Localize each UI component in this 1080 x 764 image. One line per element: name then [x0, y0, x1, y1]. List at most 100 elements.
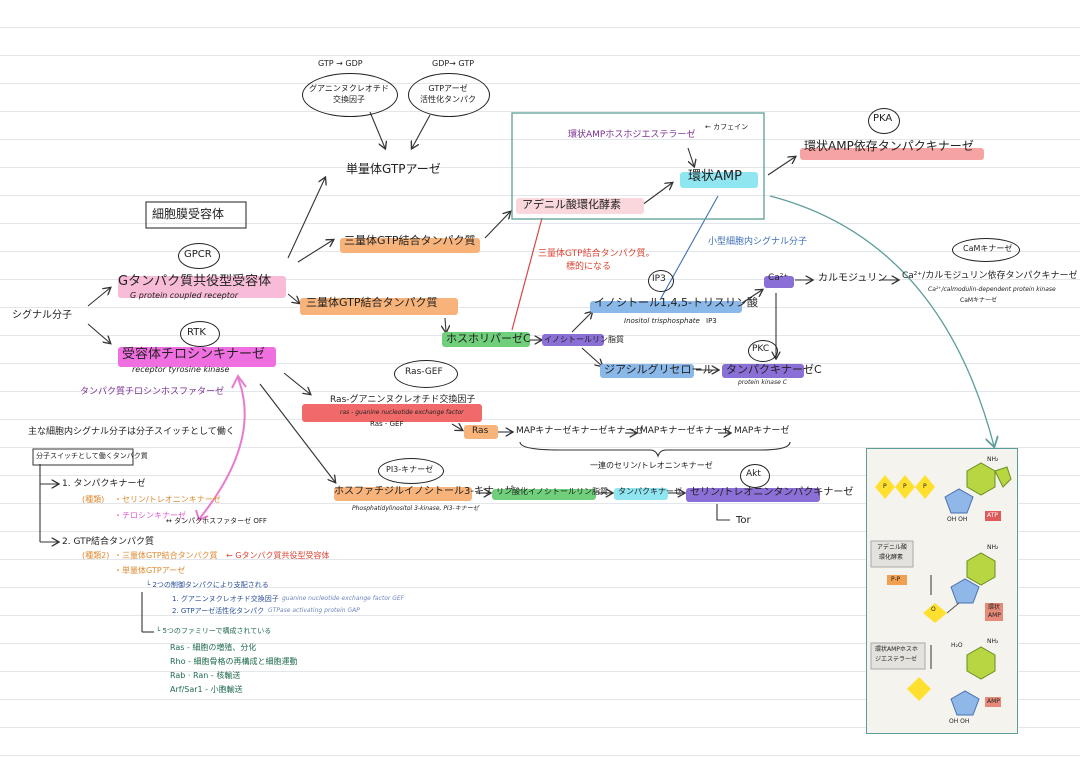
- note-tyr: ・チロシンキナーゼ: [114, 511, 186, 520]
- note-ser-thr: ・セリン/トレオニンキナーゼ: [114, 495, 221, 504]
- ras-gef-en: ras - guanine nucleotide exchange factor: [340, 409, 464, 416]
- note-gef-en: guanine nucleotide exchange factor GEF: [282, 595, 405, 602]
- inositol-lipid-highlight: [542, 334, 604, 346]
- dag-label: ジアシルグリセロール: [604, 363, 714, 376]
- fig-pde-1: 環状AMPホスホ: [875, 646, 918, 653]
- rtk-abbr: RTK: [187, 327, 206, 338]
- main-signal-note: 主な細胞内シグナル分子は分子スイッチとして働く: [28, 427, 235, 437]
- note-families: └ 5つのファミリーで構成されている: [156, 627, 272, 635]
- note-family-rab: Rab · Ran - 核輸送: [170, 671, 241, 680]
- fig-ac-1: アデニル酸: [877, 544, 908, 551]
- plc-highlight: [442, 332, 530, 347]
- fig-pde-2: ジエステラーゼ: [875, 656, 918, 663]
- fig-oh-1: OH OH: [947, 516, 968, 523]
- fig-atp: ATP: [987, 512, 998, 519]
- ser-thr-highlight: [686, 488, 820, 502]
- pka-highlight: [800, 148, 984, 160]
- gap-oval: [408, 73, 490, 117]
- pk-highlight: [614, 488, 668, 500]
- pi3k-name: ホスファチジルイノシトール3-キナーゼ: [334, 486, 514, 497]
- fig-p-1: P: [883, 483, 887, 490]
- gef-oval-text-2: 交換因子: [333, 95, 365, 104]
- note-monomer: ・単量体GTPアーゼ: [114, 566, 186, 575]
- gpcr-abbr: GPCR: [184, 249, 212, 260]
- calmodulin-label: カルモジュリン: [818, 273, 888, 284]
- gap-oval-text-1: GTPアーゼ: [428, 84, 468, 93]
- trimer1-label: 三量体GTP結合タンパク質: [344, 234, 476, 247]
- mapkk-label: MAPキナーゼキナーゼ: [640, 426, 732, 436]
- trimer2-highlight: [300, 298, 458, 315]
- gef-oval: [302, 73, 398, 117]
- atp-molecule: [875, 462, 1012, 514]
- rtk-name: 受容体チロシンキナーゼ: [122, 347, 266, 362]
- camk-en: Ca²⁺/calmodulin-dependent protein kinase: [928, 286, 1056, 293]
- tor-label: Tor: [736, 515, 751, 526]
- gef-oval-text-1: グアニンヌクレオチド: [309, 84, 389, 93]
- trimer-note-1: 三量体GTP結合タンパク質。: [538, 249, 655, 259]
- ras-gef-circle: [394, 360, 458, 388]
- pde-label: 環状AMPホスホジエステラーゼ: [568, 130, 696, 140]
- gpcr-name: Gタンパク質共役型受容体: [118, 274, 272, 289]
- note-family-rho: Rho - 細胞骨格の再構成と細胞運動: [170, 657, 298, 666]
- camk-name: Ca²⁺/カルモジュリン依存タンパクキナーゼ: [902, 271, 1078, 281]
- fig-oh-2: OH OH: [949, 718, 970, 725]
- ip3-en-abbr: IP3: [706, 317, 717, 325]
- pkc-en: protein kinase C: [738, 379, 787, 386]
- cell-surface-receptor: 細胞膜受容体: [152, 207, 225, 221]
- pi3k-highlight: [334, 487, 472, 501]
- ip3-highlight: [590, 301, 742, 313]
- pkc-abbr: PKC: [752, 344, 770, 354]
- switch-box-label: 分子スイッチとして働くタンパク質: [36, 452, 148, 460]
- mapk-label: MAPキナーゼ: [734, 426, 790, 436]
- trimer1-highlight: [340, 238, 480, 253]
- ip3-abbr: IP3: [652, 274, 666, 284]
- adenylate-cyclase-highlight: [516, 198, 644, 214]
- note-gap-en: GTPase activating protein GAP: [268, 607, 360, 614]
- ras-highlight: [464, 425, 498, 439]
- rtk-en: receptor tyrosine kinase: [132, 365, 230, 374]
- plc-label: ホスホリパーゼC: [446, 332, 531, 345]
- mapkkk-label: MAPキナーゼキナーゼキナーゼ: [516, 426, 644, 436]
- pi3k-en: Phosphatidylinositol 3-kinase, PI3-キナーゼ: [352, 505, 479, 512]
- ca-label: Ca²⁺: [768, 273, 789, 283]
- ras-gef-abbr: Ras - GEF: [370, 420, 404, 428]
- pka-abbr: PKA: [873, 113, 893, 124]
- fig-h2o: H₂O: [951, 642, 963, 649]
- note-family-ras: Ras - 細胞の増殖、分化: [170, 643, 257, 652]
- inositol-lipid: イノシトールリン脂質: [544, 335, 624, 344]
- camp-figure-drawing: [870, 462, 1012, 716]
- camk-abbr: CaMキナーゼ: [960, 297, 998, 304]
- pka-circle: [868, 108, 900, 134]
- camk-circle: [952, 238, 1020, 262]
- pka-name: 環状AMP依存タンパクキナーゼ: [804, 139, 974, 153]
- note-family-arf: Arf/Sar1 - 小胞輸送: [170, 685, 243, 694]
- camp-figure: NH₂ P P P ATP OH OH アデニル酸 環化酵素 P-P NH₂ O…: [866, 448, 1018, 734]
- akt-circle: [740, 464, 770, 488]
- gdp-to-gtp: GDP→ GTP: [432, 59, 475, 68]
- ca-highlight: [764, 276, 794, 288]
- note-ptp: ↔ タンパクホスファターゼ OFF: [166, 517, 267, 525]
- ras-label: Ras: [472, 426, 489, 436]
- note-gef: 1. グアニンヌクレオチド交換因子: [172, 595, 279, 603]
- camp-highlight: [680, 172, 758, 188]
- ip3-circle: [648, 270, 674, 292]
- rtk-highlight: [118, 347, 276, 367]
- fig-nh2-2: NH₂: [987, 544, 999, 551]
- fig-p-3: P: [923, 483, 927, 490]
- note-trimer-gpcr: ← Gタンパク質共役型受容体: [226, 551, 330, 560]
- ip3-name: イノシトール1,4,5-トリスリン酸: [594, 296, 758, 309]
- lipid-label: リン酸化イノシトールリン脂質: [496, 487, 608, 496]
- fig-p-2: P: [903, 483, 907, 490]
- ras-gef-abbr-circle: Ras-GEF: [405, 367, 443, 377]
- note-kinase: 1. タンパクキナーゼ: [62, 479, 146, 489]
- note-gtp-binding: 2. GTP結合タンパク質: [62, 537, 155, 547]
- note-gap: 2. GTPアーゼ活性化タンパク: [172, 607, 265, 615]
- gap-oval-text-2: 活性化タンパク: [420, 95, 476, 104]
- rtk-circle: [180, 321, 220, 347]
- note-regulators: └ 2つの制御タンパクにより支配される: [146, 581, 269, 589]
- gtp-to-gdp: GTP → GDP: [318, 59, 363, 68]
- fig-camp-2: AMP: [988, 612, 1001, 619]
- signal-molecule: シグナル分子: [12, 310, 72, 321]
- ras-gef-name: Ras-グアニンヌクレオチド交換因子: [330, 395, 476, 405]
- camk-abbr-circle: CaMキナーゼ: [963, 244, 1013, 253]
